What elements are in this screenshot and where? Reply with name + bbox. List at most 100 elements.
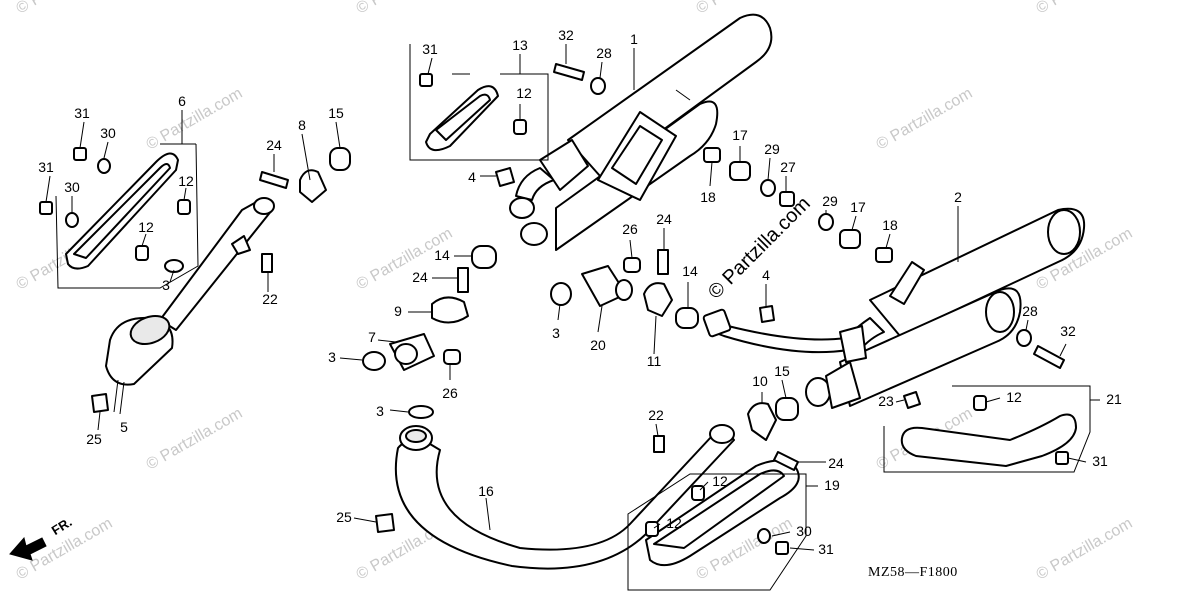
heat-shield-6-part[interactable]	[65, 152, 179, 270]
bolt-31-part[interactable]	[1055, 451, 1069, 465]
callout-label-12: 12	[666, 515, 682, 531]
diagram-code: MZ58—F1800	[868, 565, 958, 580]
bolt-18-part[interactable]	[703, 147, 721, 163]
callout-label-26: 26	[442, 385, 458, 401]
callout-label-3: 3	[162, 277, 170, 293]
clip-12-part[interactable]	[645, 521, 659, 537]
ring-14-part[interactable]	[471, 245, 497, 269]
watermark-text: © Partzilla.com	[144, 405, 246, 474]
callout-label-20: 20	[590, 337, 606, 353]
clamp-11-part[interactable]	[643, 282, 673, 317]
gasket-3-part[interactable]	[408, 405, 434, 419]
bolt-24-part[interactable]	[773, 451, 799, 471]
center-watermark: © Partzilla.com	[704, 193, 815, 304]
washer-28-part[interactable]	[590, 77, 606, 95]
callout-label-32: 32	[558, 27, 574, 43]
washer-30-part[interactable]	[65, 212, 79, 228]
clip-12-part[interactable]	[973, 395, 987, 411]
gasket-3-part[interactable]	[164, 259, 184, 273]
bolt-31-part[interactable]	[39, 201, 53, 215]
callout-labels: 1233334456789101112121212121213141415151…	[38, 27, 1122, 557]
clip-12-part[interactable]	[177, 199, 191, 215]
callout-label-12: 12	[178, 173, 194, 189]
washer-28-part[interactable]	[1016, 329, 1032, 347]
callout-label-31: 31	[422, 41, 438, 57]
bolt-32-part[interactable]	[553, 63, 585, 81]
ring-15-part[interactable]	[329, 147, 351, 171]
callout-label-32: 32	[1060, 323, 1076, 339]
callout-label-12: 12	[1006, 389, 1022, 405]
callout-label-31: 31	[38, 159, 54, 175]
callout-label-25: 25	[86, 431, 102, 447]
bolt-24-part[interactable]	[457, 267, 469, 293]
upper-muffler-part[interactable]	[509, 13, 773, 251]
callout-label-31: 31	[74, 105, 90, 121]
lower-muffler-part[interactable]	[805, 207, 1086, 409]
collar-27-part[interactable]	[779, 191, 795, 207]
bolt-24-part[interactable]	[259, 171, 289, 189]
washer-30-part[interactable]	[97, 158, 111, 174]
clamp-9-part[interactable]	[431, 296, 469, 324]
nut-26-part[interactable]	[443, 349, 461, 365]
group-brackets	[55, 44, 1100, 591]
bush-17-part[interactable]	[729, 161, 751, 181]
bolt-31-part[interactable]	[775, 541, 789, 555]
bush-17-part[interactable]	[839, 229, 861, 249]
callout-label-28: 28	[1022, 303, 1038, 319]
callout-label-2: 2	[954, 189, 962, 205]
watermark-text: © Partzilla.com	[354, 0, 456, 17]
callout-label-19: 19	[824, 477, 840, 493]
callout-label-23: 23	[878, 393, 894, 409]
clamp-8-part[interactable]	[299, 169, 327, 203]
watermark-text: © Partzilla.com	[144, 85, 246, 154]
nut-26-part[interactable]	[623, 257, 641, 273]
grommet-4-part[interactable]	[759, 305, 775, 323]
clip-12-part[interactable]	[513, 119, 527, 135]
callout-label-30: 30	[796, 523, 812, 539]
gasket-3-part[interactable]	[362, 351, 386, 371]
heat-shield-13-part[interactable]	[425, 85, 499, 152]
ring-14-part[interactable]	[675, 307, 699, 329]
bolt-24-part[interactable]	[657, 249, 669, 275]
nut-25-part[interactable]	[91, 393, 109, 413]
bolt-31-part[interactable]	[419, 73, 433, 87]
callout-label-5: 5	[120, 419, 128, 435]
bolt-32-part[interactable]	[1033, 345, 1065, 369]
watermark-text: © Partzilla.com	[874, 85, 976, 154]
callout-label-4: 4	[762, 267, 770, 283]
callout-label-29: 29	[822, 193, 838, 209]
callout-label-12: 12	[138, 219, 154, 235]
bolt-31-part[interactable]	[73, 147, 87, 161]
watermark-text: © Partzilla.com	[14, 0, 116, 17]
leader-lines	[45, 44, 1087, 551]
callout-label-8: 8	[298, 117, 306, 133]
nut-25-part[interactable]	[375, 513, 395, 533]
clamp-10-part[interactable]	[747, 402, 777, 441]
watermark-text: © Partzilla.com	[1034, 0, 1136, 17]
rear-exhaust-pipe-part[interactable]	[105, 197, 275, 386]
callout-label-31: 31	[1092, 453, 1108, 469]
washer-29-part[interactable]	[760, 179, 776, 197]
callout-label-18: 18	[700, 189, 716, 205]
heat-shield-21-part[interactable]	[900, 413, 1077, 467]
bolt-22-part[interactable]	[261, 253, 273, 273]
callout-label-22: 22	[262, 291, 278, 307]
bolt-22-part[interactable]	[653, 435, 665, 453]
clip-12-part[interactable]	[135, 245, 149, 261]
washer-30-part[interactable]	[757, 528, 771, 544]
bolt-18-part[interactable]	[875, 247, 893, 263]
nut-23-part[interactable]	[903, 391, 921, 409]
gasket-3-part[interactable]	[550, 282, 572, 306]
callout-label-29: 29	[764, 141, 780, 157]
washer-29-part[interactable]	[818, 213, 834, 231]
callout-label-18: 18	[882, 217, 898, 233]
callout-label-25: 25	[336, 509, 352, 525]
grommet-4-part[interactable]	[495, 167, 515, 187]
callout-label-3: 3	[328, 349, 336, 365]
callout-label-28: 28	[596, 45, 612, 61]
front-exhaust-pipe-part[interactable]	[394, 424, 735, 570]
connecting-pipe-part[interactable]	[702, 308, 867, 363]
ring-15-part[interactable]	[775, 397, 799, 421]
